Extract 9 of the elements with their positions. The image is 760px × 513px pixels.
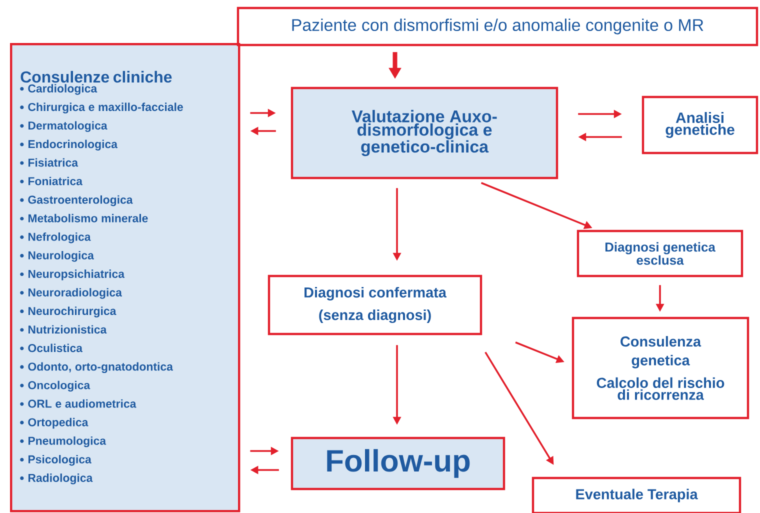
process-box: Analisi genetiche xyxy=(642,96,758,154)
process-box: Diagnosi genetica esclusa xyxy=(576,230,744,278)
process-box: Diagnosi confermata (senza diagnosi) xyxy=(268,274,482,336)
list-box: Consulenze cliniche Cardiologica Chirurgica e maxillo-facciale Dermatologica Endocrinologica Fisiatrica Foniatrica Gastroenterologica Metabolismo minerale Nefrologica Neurologica Neuropsichiatrica Neuroradiologica Neurochirurgica Nutrizionistica Oculistica Odonto, orto-gnatodontica Oncologica ORL e audiometrica Ortopedica Pneumologica Psicologica Radiologica xyxy=(10,43,240,512)
process-box: Follow-up xyxy=(290,436,506,490)
process-box: Consulenza genetica Calcolo del rischio di ricorrenza xyxy=(572,316,750,420)
start-box: Paziente con dismorfismi e/o anomalie congenite o MR xyxy=(236,6,758,46)
process-box: Eventuale Terapia xyxy=(532,476,742,513)
process-box: Valutazione Auxo-dismorfologica e genetico-clinica xyxy=(290,86,558,180)
